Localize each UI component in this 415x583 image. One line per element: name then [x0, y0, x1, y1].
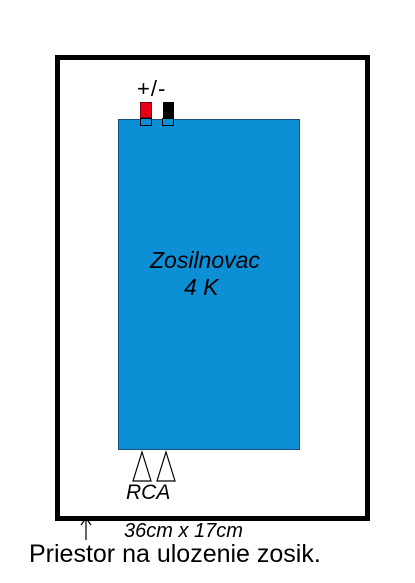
amplifier-model: 4 K [184, 274, 219, 300]
positive-terminal-base [140, 118, 152, 126]
amplifier-block [118, 119, 300, 450]
terminal-label: +/- [137, 76, 167, 101]
caption: Priestor na ulozenie zosik. [29, 540, 321, 568]
rca-connector-right [156, 449, 176, 482]
pointer-arrow-icon [80, 516, 92, 540]
rca-label: RCA [126, 481, 171, 504]
rca-connector-left [132, 449, 152, 482]
negative-terminal [163, 102, 174, 118]
negative-terminal-base [162, 118, 174, 126]
amplifier-name: Zosilnovac [150, 247, 260, 273]
dimensions-label: 36cm x 17cm [124, 520, 243, 542]
positive-terminal [140, 102, 152, 118]
